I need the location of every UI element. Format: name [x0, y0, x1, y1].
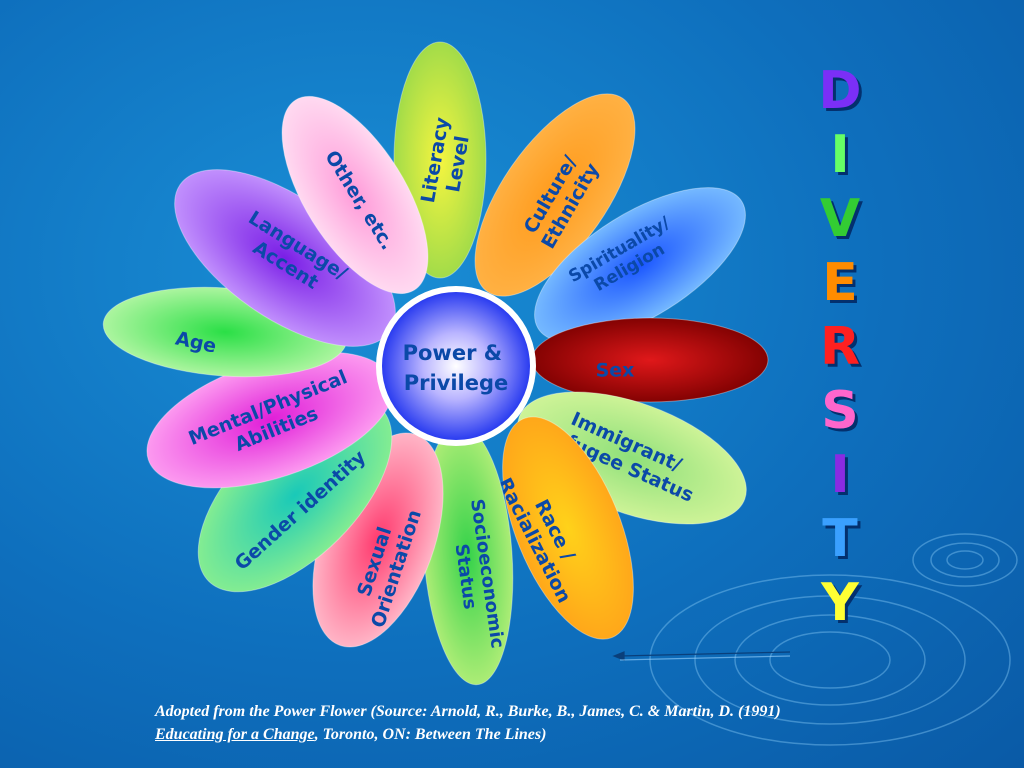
petal-other [281, 95, 429, 295]
center-label: Power & Privilege [403, 341, 510, 395]
caption-line-2: Educating for a Change, Toronto, ON: Bet… [155, 723, 995, 746]
title-letter: V [819, 189, 861, 249]
title-letter: D [818, 61, 862, 121]
petal-shape-sex [531, 317, 769, 403]
petal-spirituality [534, 187, 746, 343]
center-label-line-1: Power & [403, 341, 502, 365]
petal-label-line: Sex [596, 360, 635, 382]
petal-shape-race [502, 416, 634, 640]
title-letter: E [822, 253, 858, 313]
title-letter: Y [821, 573, 859, 633]
petal-shape-other [281, 95, 429, 295]
center-label-line-2: Privilege [404, 371, 509, 395]
title-letter: S [821, 381, 859, 441]
petal-shape-spirituality [534, 187, 746, 343]
petal-sex [531, 317, 769, 403]
title-letter: I [830, 125, 850, 185]
center-circle-fill [382, 292, 530, 440]
caption-line-2-rest: , Toronto, ON: Between The Lines) [314, 726, 547, 743]
petal-culture [474, 93, 636, 297]
petal-shape-culture [474, 93, 636, 297]
petal-label-sex: Sex [596, 360, 635, 382]
caption-book-title: Educating for a Change [155, 726, 315, 743]
title-letter: R [819, 317, 861, 377]
petal-race [502, 416, 634, 640]
caption-line-1: Adopted from the Power Flower (Source: A… [155, 703, 781, 720]
title-letter: T [822, 509, 858, 569]
source-caption: Adopted from the Power Flower (Source: A… [155, 700, 995, 746]
title-letter: I [830, 445, 850, 505]
